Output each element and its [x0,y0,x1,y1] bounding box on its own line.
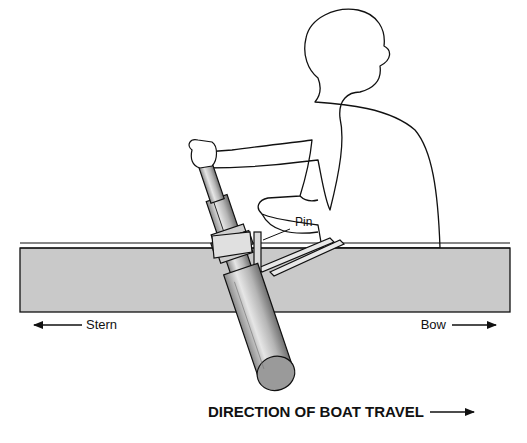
stern-arrow [34,324,82,325]
leader-line [263,229,290,240]
hand [189,140,216,168]
rower-silhouette [203,9,440,248]
part-name: Pin [295,216,312,228]
direction-caption: DIRECTION OF BOAT TRAVEL [208,404,424,419]
rigger-struts [258,238,344,276]
oarlock [212,232,252,258]
direction-label: Stern [86,318,117,331]
bow-arrow [452,324,496,325]
direction-label: Bow [421,318,446,331]
travel-arrow [430,411,474,412]
oar [180,140,300,396]
